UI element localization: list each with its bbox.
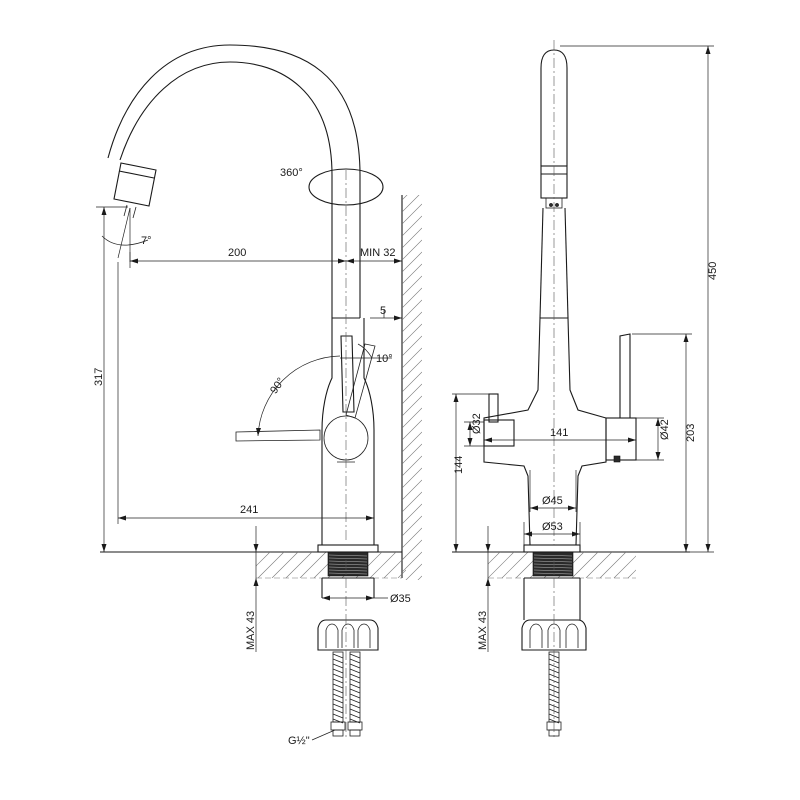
outlet-height-label: 317 [93, 368, 105, 386]
side-handle-height-label: 144 [453, 456, 465, 474]
lever-gap-label: 5 [380, 305, 386, 317]
dim-body-diameter: Ø45 [529, 470, 577, 512]
spout-reach-label: 200 [228, 247, 246, 259]
body-width-label: 141 [550, 427, 568, 439]
dim-spray-angle: 7° [101, 207, 152, 262]
dim-lever-angle-large: 90° [256, 355, 341, 437]
dim-hose-thread: G½" [288, 729, 336, 747]
right-handle-diameter-label: Ø42 [659, 419, 671, 440]
spray-head [113, 162, 157, 219]
dim-spout-reach: 200 [129, 247, 346, 268]
dim-wall-min: MIN 32 [346, 247, 402, 264]
left-handle[interactable] [483, 393, 515, 460]
rotation-ellipse [308, 168, 384, 206]
rotation-label: 360° [280, 167, 303, 179]
mounting-nut [317, 619, 379, 651]
max-counter-front-label: MAX 43 [477, 611, 489, 650]
front-shank [521, 551, 587, 651]
dim-shank-diameter: Ø35 [322, 593, 411, 605]
front-view: 450 203 Ø42 Ø32 [452, 40, 719, 740]
dim-max-counter-side: MAX 43 [245, 526, 259, 652]
dim-total-height: 450 [560, 45, 719, 553]
shank [321, 551, 375, 598]
dim-left-handle: Ø32 [464, 413, 484, 447]
spout [107, 44, 361, 319]
dim-base-to-outlet: 241 [117, 262, 375, 545]
countertop-side [100, 551, 406, 579]
wall [401, 195, 422, 580]
dim-side-handle-height: 144 [452, 393, 492, 552]
side-view: 7° 200 MIN 32 5 10° [93, 44, 422, 747]
lever[interactable] [235, 335, 376, 442]
dim-max-counter-front: MAX 43 [477, 526, 491, 652]
hose-thread-label: G½" [288, 735, 310, 747]
dim-lever-angle-small: 10° [340, 343, 393, 365]
front-body [483, 317, 607, 553]
base-diameter-label: Ø53 [542, 521, 563, 533]
base-to-outlet-label: 241 [240, 504, 258, 516]
spray-angle-label: 7° [141, 235, 152, 247]
right-handle[interactable] [605, 333, 637, 463]
dim-outlet-height: 317 [93, 206, 128, 552]
lever-angle-small-label: 10° [376, 353, 393, 365]
dim-body-width: 141 [484, 427, 636, 443]
dim-right-handle: Ø42 [636, 417, 671, 461]
max-counter-side-label: MAX 43 [245, 611, 257, 650]
shank-diameter-label: Ø35 [390, 593, 411, 605]
dim-lever-gap: 5 [370, 305, 402, 321]
total-height-label: 450 [707, 262, 719, 280]
dim-handle-height: 203 [632, 333, 697, 552]
body-diameter-label: Ø45 [542, 495, 563, 507]
wall-min-label: MIN 32 [360, 247, 395, 259]
handle-height-label: 203 [685, 424, 697, 442]
supply-hoses [330, 651, 363, 737]
dim-base-diameter: Ø53 [523, 521, 581, 545]
left-handle-diameter-label: Ø32 [471, 413, 483, 434]
